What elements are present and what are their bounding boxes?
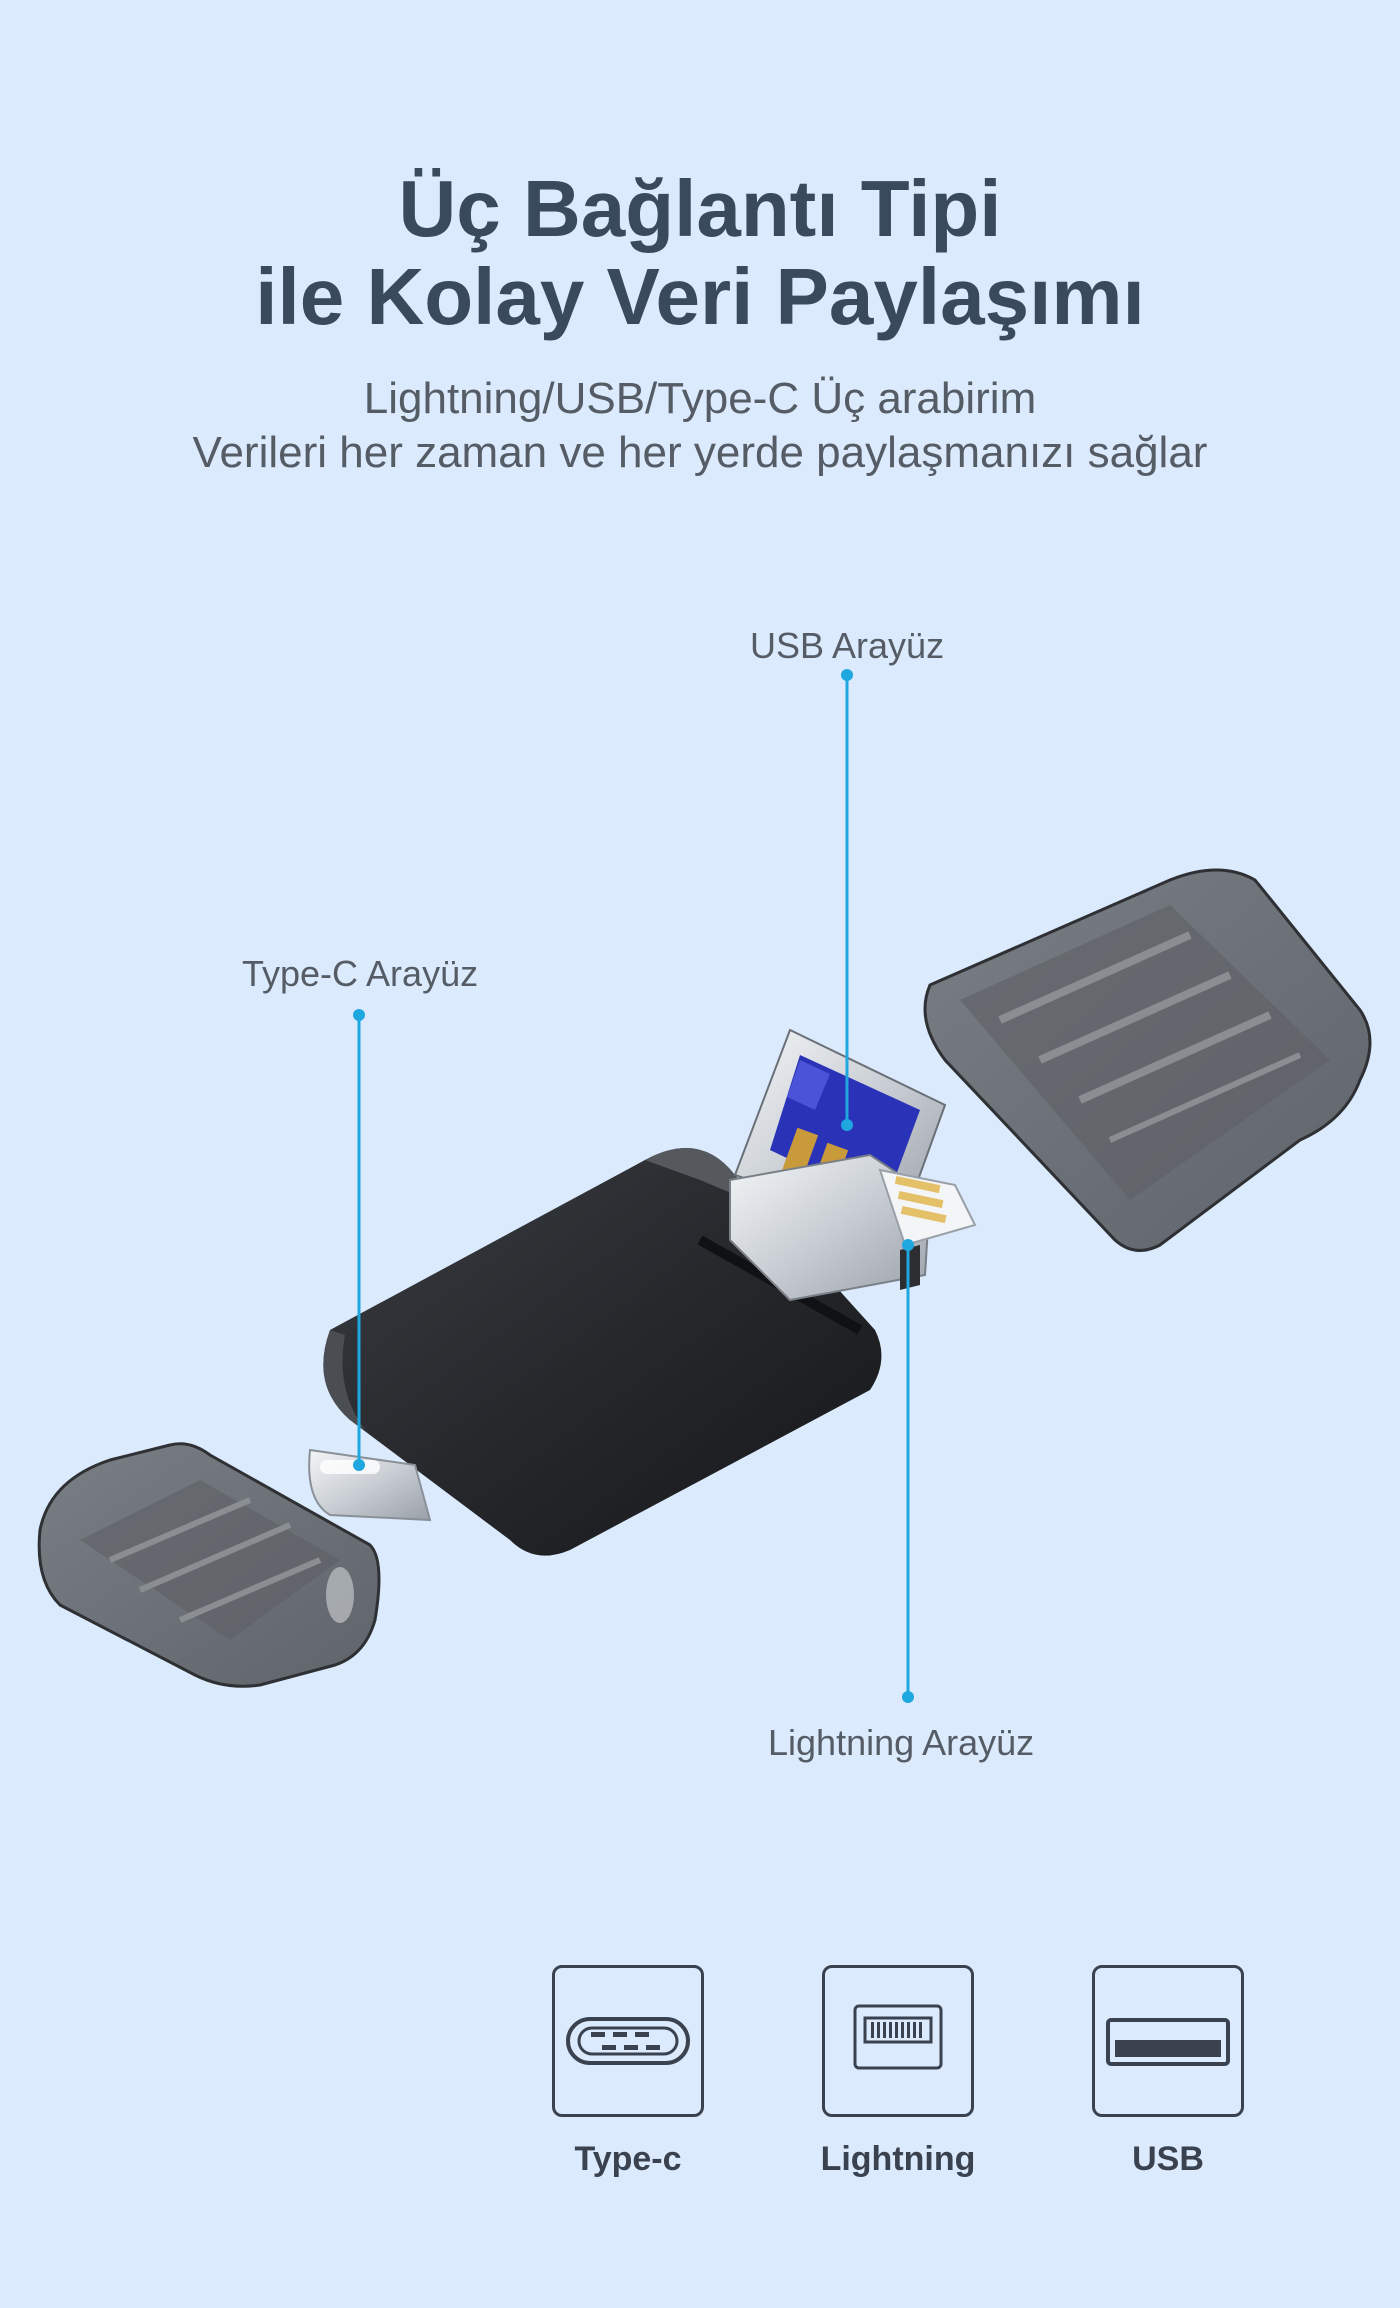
lightning-callout-label: Lightning Arayüz bbox=[768, 1722, 1035, 1763]
type-c-label: Type-c bbox=[574, 2140, 682, 2178]
title-line-1: Üç Bağlantı Tipi bbox=[398, 164, 1002, 253]
right-cap bbox=[923, 868, 1372, 1252]
subtitle-line-2: Verileri her zaman ve her yerde paylaşma… bbox=[192, 428, 1208, 477]
page-subtitle: Lightning/USB/Type-C Üç arabirim Veriler… bbox=[0, 372, 1400, 480]
subtitle-line-1: Lightning/USB/Type-C Üç arabirim bbox=[363, 374, 1037, 423]
usb-port-icon bbox=[1092, 1965, 1244, 2117]
lightning-port-icon bbox=[822, 1965, 974, 2117]
lightning-connector bbox=[729, 1153, 977, 1302]
title-line-2: ile Kolay Veri Paylaşımı bbox=[255, 252, 1145, 341]
lightning-label: Lightning bbox=[820, 2140, 976, 2178]
adapter-illustration bbox=[37, 669, 1372, 1703]
left-cap bbox=[37, 1442, 381, 1688]
usb-label: USB bbox=[1132, 2140, 1204, 2178]
usb-callout-label: USB Arayüz bbox=[750, 625, 945, 666]
typec-connector bbox=[308, 1448, 432, 1522]
type-c-port-icon bbox=[552, 1965, 704, 2117]
page-title: Üç Bağlantı Tipi ile Kolay Veri Paylaşım… bbox=[0, 165, 1400, 341]
typec-callout-label: Type-C Arayüz bbox=[242, 953, 479, 994]
callout-lines bbox=[353, 669, 914, 1703]
